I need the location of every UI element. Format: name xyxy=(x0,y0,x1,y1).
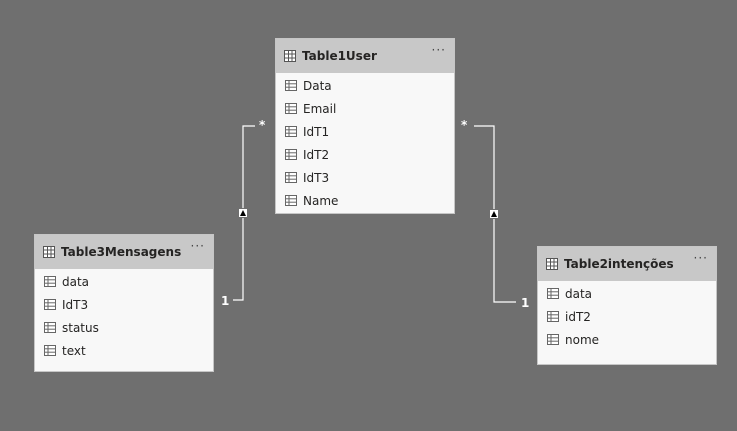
field-list: Data Email IdT1 IdT2 IdT3 Name xyxy=(276,73,454,212)
field-row[interactable]: text xyxy=(35,339,213,362)
field-label: IdT2 xyxy=(303,147,330,162)
table-title: Table3Mensagens xyxy=(61,245,182,259)
field-grid-icon xyxy=(44,345,56,356)
field-list: data idT2 nome xyxy=(538,281,716,351)
table-title: Table2intenções xyxy=(564,257,674,271)
field-row[interactable]: status xyxy=(35,316,213,339)
table-card-header[interactable]: Table2intenções ··· xyxy=(538,247,716,281)
field-label: nome xyxy=(565,332,600,347)
field-label: IdT3 xyxy=(303,170,330,185)
field-label: IdT1 xyxy=(303,124,330,139)
field-row[interactable]: IdT1 xyxy=(276,120,454,143)
cardinality-one-marker-left: 1 xyxy=(221,294,230,308)
field-row[interactable]: data xyxy=(35,270,213,293)
table-card-table3mensagens[interactable]: Table3Mensagens ··· data IdT3 status tex… xyxy=(34,234,214,372)
field-row[interactable]: IdT2 xyxy=(276,143,454,166)
field-grid-icon xyxy=(44,299,56,310)
field-grid-icon xyxy=(285,103,297,114)
ellipsis-icon[interactable]: ··· xyxy=(693,251,708,265)
field-grid-icon xyxy=(547,334,559,345)
field-row[interactable]: data xyxy=(538,282,716,305)
table-card-table1user[interactable]: Table1User ··· Data Email IdT1 IdT2 IdT3… xyxy=(275,38,455,214)
cardinality-many-marker-left: * xyxy=(259,118,266,132)
ellipsis-icon[interactable]: ··· xyxy=(431,43,446,57)
field-label: text xyxy=(62,343,86,358)
field-label: status xyxy=(62,320,99,335)
field-row[interactable]: Email xyxy=(276,97,454,120)
field-label: Name xyxy=(303,193,339,208)
table-grid-icon xyxy=(546,258,558,270)
field-label: data xyxy=(565,286,593,301)
cross-filter-arrow-icon[interactable] xyxy=(489,209,499,219)
cross-filter-arrow-icon[interactable] xyxy=(238,208,248,218)
table-card-header[interactable]: Table1User ··· xyxy=(276,39,454,73)
field-list: data IdT3 status text xyxy=(35,269,213,362)
field-label: Email xyxy=(303,101,337,116)
field-row[interactable]: IdT3 xyxy=(276,166,454,189)
ellipsis-icon[interactable]: ··· xyxy=(190,239,205,253)
field-label: idT2 xyxy=(565,309,591,324)
field-label: Data xyxy=(303,78,332,93)
table-card-header[interactable]: Table3Mensagens ··· xyxy=(35,235,213,269)
field-row[interactable]: IdT3 xyxy=(35,293,213,316)
table-grid-icon xyxy=(284,50,296,62)
field-grid-icon xyxy=(44,276,56,287)
field-row[interactable]: nome xyxy=(538,328,716,351)
field-label: data xyxy=(62,274,90,289)
field-grid-icon xyxy=(44,322,56,333)
field-grid-icon xyxy=(547,311,559,322)
field-grid-icon xyxy=(285,126,297,137)
cardinality-many-marker-right: * xyxy=(461,118,468,132)
table-grid-icon xyxy=(43,246,55,258)
field-row[interactable]: idT2 xyxy=(538,305,716,328)
field-grid-icon xyxy=(285,80,297,91)
field-row[interactable]: Name xyxy=(276,189,454,212)
table-card-table2intencoes[interactable]: Table2intenções ··· data idT2 nome xyxy=(537,246,717,365)
cardinality-one-marker-right: 1 xyxy=(521,296,530,310)
field-grid-icon xyxy=(285,195,297,206)
field-label: IdT3 xyxy=(62,297,89,312)
field-grid-icon xyxy=(285,149,297,160)
field-grid-icon xyxy=(547,288,559,299)
field-grid-icon xyxy=(285,172,297,183)
table-title: Table1User xyxy=(302,49,377,63)
field-row[interactable]: Data xyxy=(276,74,454,97)
